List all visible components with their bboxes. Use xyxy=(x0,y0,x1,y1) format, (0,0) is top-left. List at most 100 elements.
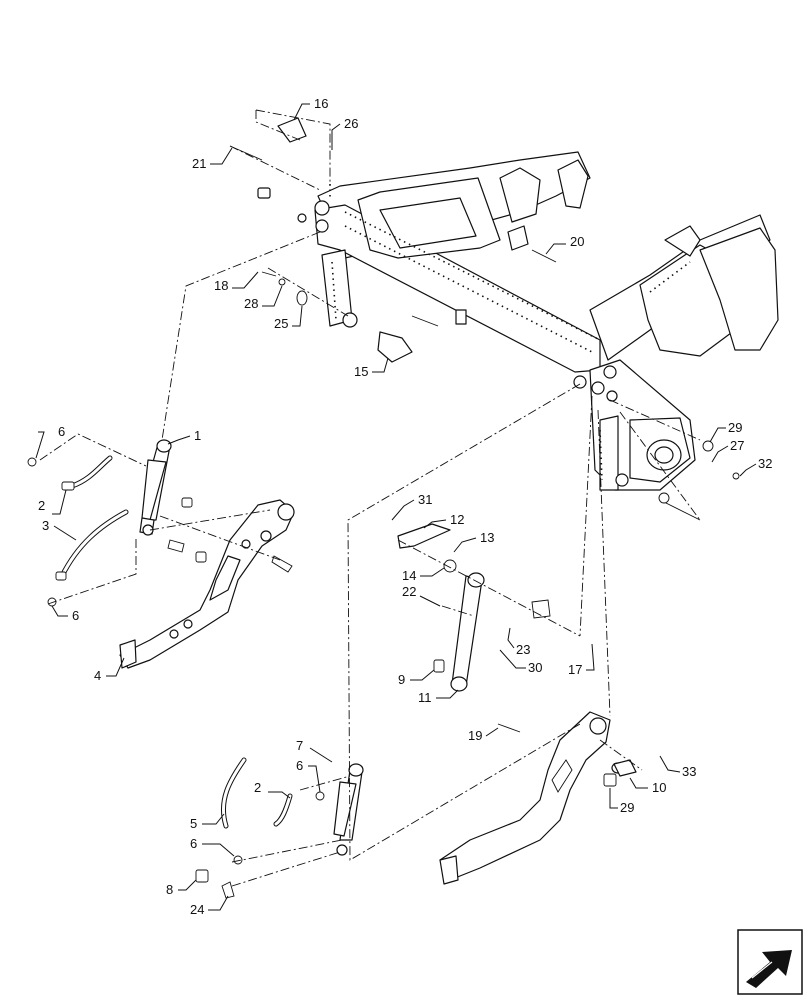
hose-2-lower xyxy=(273,793,293,827)
callout-22[interactable]: 22 xyxy=(402,584,441,607)
callout-18[interactable]: 18 xyxy=(214,271,259,293)
callout-8-label: 8 xyxy=(166,882,173,897)
callout-17[interactable]: 17 xyxy=(568,643,595,677)
fitting-6-low xyxy=(233,855,243,865)
callout-27-label: 27 xyxy=(730,438,744,453)
callout-33[interactable]: 33 xyxy=(659,755,696,779)
next-page-arrow-icon[interactable] xyxy=(737,929,803,995)
callout-25-label: 25 xyxy=(274,316,288,331)
callout-29b-label: 29 xyxy=(620,800,634,815)
callout-4[interactable]: 4 xyxy=(94,657,125,683)
callout-30[interactable]: 30 xyxy=(499,649,542,675)
callout-16-label: 16 xyxy=(314,96,328,111)
washer-25 xyxy=(296,290,308,306)
callout-13[interactable]: 13 xyxy=(453,530,494,553)
bolt-19 xyxy=(497,723,521,733)
callout-16[interactable]: 16 xyxy=(293,96,328,121)
hose-5 xyxy=(220,757,247,829)
bolt-lower-right xyxy=(659,499,701,521)
washer-28 xyxy=(278,278,286,286)
callout-3[interactable]: 3 xyxy=(42,518,77,541)
callout-17-label: 17 xyxy=(568,662,582,677)
callout-15-label: 15 xyxy=(354,364,368,379)
callout-6b[interactable]: 6 xyxy=(51,605,79,623)
callout-10[interactable]: 10 xyxy=(629,777,666,795)
fitting-6-top xyxy=(27,457,37,467)
callout-23[interactable]: 23 xyxy=(507,627,530,657)
callout-1-label: 1 xyxy=(194,428,201,443)
callout-25[interactable]: 25 xyxy=(274,305,303,331)
callout-6a[interactable]: 6 xyxy=(35,424,65,459)
callout-9-label: 9 xyxy=(398,672,405,687)
callout-2b-label: 2 xyxy=(254,780,261,795)
callout-33-label: 33 xyxy=(682,764,696,779)
callout-9[interactable]: 9 xyxy=(398,669,435,687)
callout-6c[interactable]: 6 xyxy=(296,758,321,793)
callout-4-label: 4 xyxy=(94,668,101,683)
callout-11[interactable]: 11 xyxy=(418,689,459,705)
link-11 xyxy=(433,572,485,692)
bracket-15 xyxy=(377,331,413,363)
callout-8[interactable]: 8 xyxy=(166,879,197,897)
callout-6b-label: 6 xyxy=(72,608,79,623)
lower-arm xyxy=(439,711,637,885)
callout-1[interactable]: 1 xyxy=(167,428,201,445)
callout-6c-label: 6 xyxy=(296,758,303,773)
callout-27[interactable]: 27 xyxy=(711,438,744,463)
callout-12[interactable]: 12 xyxy=(423,512,464,529)
nut-29-top xyxy=(702,440,714,452)
arm-4-hardware xyxy=(167,497,293,573)
bolt-32 xyxy=(732,472,740,480)
bolt-frame xyxy=(411,315,439,327)
fitting-6-mid xyxy=(315,791,325,801)
callout-20-label: 20 xyxy=(570,234,584,249)
washer-lower-right xyxy=(658,492,670,504)
callout-28[interactable]: 28 xyxy=(244,285,283,311)
bushing-14 xyxy=(443,559,457,573)
callout-2a[interactable]: 2 xyxy=(38,489,67,515)
callout-32[interactable]: 32 xyxy=(739,456,772,477)
callout-20[interactable]: 20 xyxy=(545,234,584,255)
callout-24[interactable]: 24 xyxy=(190,895,229,917)
callout-7[interactable]: 7 xyxy=(296,738,333,763)
callout-10-label: 10 xyxy=(652,780,666,795)
callout-24-label: 24 xyxy=(190,902,204,917)
callout-19[interactable]: 19 xyxy=(468,727,499,743)
callout-11-label: 11 xyxy=(418,690,432,705)
callout-2b[interactable]: 2 xyxy=(254,780,291,799)
callout-30-label: 30 xyxy=(528,660,542,675)
callout-7-label: 7 xyxy=(296,738,303,753)
callout-14-label: 14 xyxy=(402,568,416,583)
callout-21[interactable]: 21 xyxy=(192,147,233,171)
callout-28-label: 28 xyxy=(244,296,258,311)
arm-4 xyxy=(119,499,295,669)
bolt-18 xyxy=(261,271,277,277)
callout-18-label: 18 xyxy=(214,278,228,293)
callout-15[interactable]: 15 xyxy=(354,357,389,379)
cylinder-lower xyxy=(333,763,364,856)
bolt-20 xyxy=(531,249,557,263)
callout-29a[interactable]: 29 xyxy=(709,420,742,443)
callout-29b[interactable]: 29 xyxy=(609,788,634,815)
pin-8 xyxy=(195,869,209,883)
callout-5[interactable]: 5 xyxy=(190,813,225,831)
callout-6a-label: 6 xyxy=(58,424,65,439)
callout-13-label: 13 xyxy=(480,530,494,545)
callout-14[interactable]: 14 xyxy=(402,567,445,583)
callout-23-label: 23 xyxy=(516,642,530,657)
callout-31[interactable]: 31 xyxy=(391,492,432,521)
callout-19-label: 19 xyxy=(468,728,482,743)
callout-32-label: 32 xyxy=(758,456,772,471)
frame-assembly xyxy=(257,151,779,491)
callout-12-label: 12 xyxy=(450,512,464,527)
callout-6d-label: 6 xyxy=(190,836,197,851)
callout-31-label: 31 xyxy=(418,492,432,507)
callout-26[interactable]: 26 xyxy=(331,116,358,150)
bracket-16 xyxy=(277,117,307,143)
callout-6d[interactable]: 6 xyxy=(190,836,235,857)
callout-5-label: 5 xyxy=(190,816,197,831)
callout-3-label: 3 xyxy=(42,518,49,533)
callout-26-label: 26 xyxy=(344,116,358,131)
callout-29a-label: 29 xyxy=(728,420,742,435)
